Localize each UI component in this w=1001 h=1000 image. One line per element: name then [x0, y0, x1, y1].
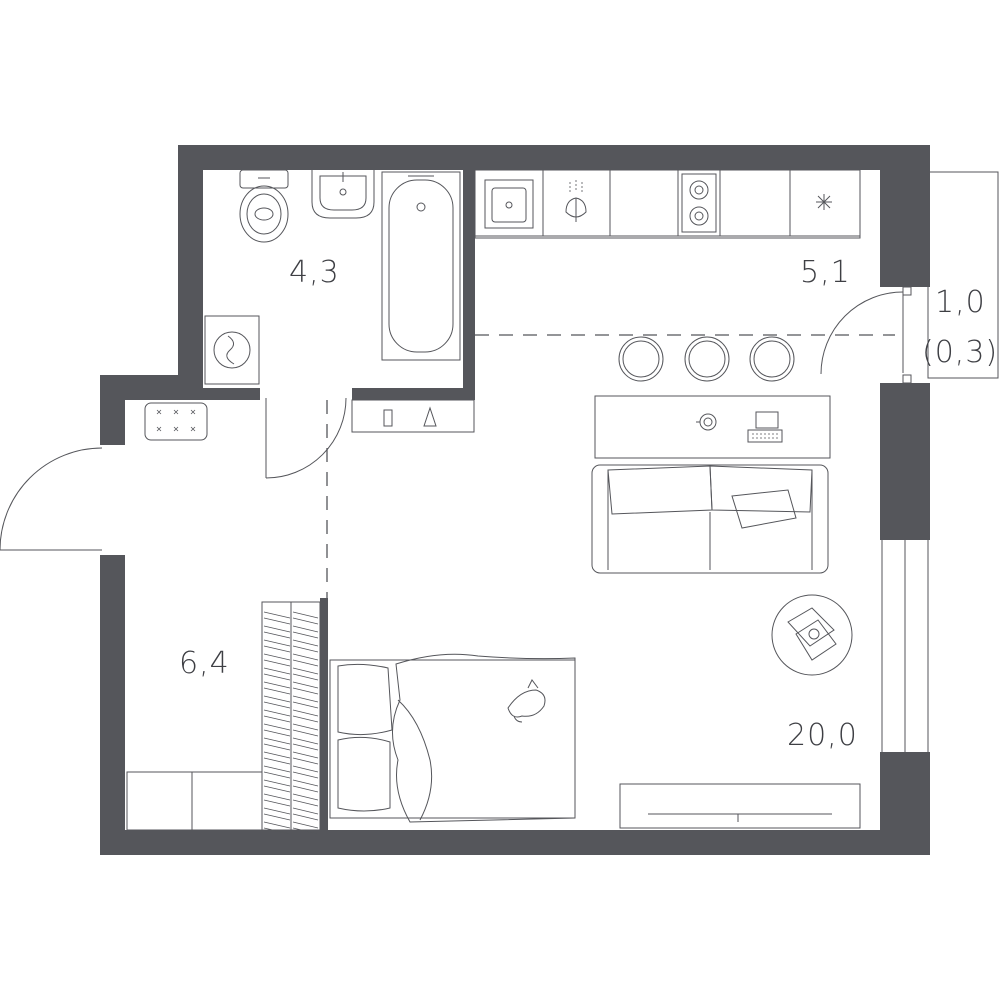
wardrobe-hatch-line: [292, 639, 319, 653]
cat-icon: [507, 679, 546, 723]
wardrobe-hatch-line: [292, 751, 319, 765]
hallway-cabinet: [126, 771, 263, 831]
balcony: [902, 171, 999, 384]
bar-table: [594, 395, 831, 459]
wardrobe-hatch-line: [292, 807, 319, 821]
wardrobe-hatch-line: [263, 807, 291, 821]
wardrobe-hatch-line: [292, 779, 319, 793]
wall-right-lower: [880, 752, 930, 855]
wardrobe-hatch-line: [292, 821, 319, 835]
sink-icon: [311, 170, 375, 219]
wardrobe-hatch-line: [263, 793, 291, 807]
wardrobe-hatch-line: [263, 751, 291, 765]
kitchen-sink-icon: [484, 179, 534, 229]
room-area-balcony-reduced: (0,3): [922, 335, 998, 370]
wardrobe-hatch-line: [263, 611, 291, 625]
wardrobe-hatch-line: [263, 765, 291, 779]
wall-right-middle: [880, 383, 930, 540]
entrance-door: [0, 447, 103, 551]
room-area-bathroom: 4,3: [289, 255, 340, 290]
toilet-icon: [239, 169, 289, 243]
wardrobe-hatch-line: [263, 681, 291, 695]
washing-machine-icon: [204, 315, 260, 385]
bathtub-icon: [381, 171, 461, 361]
wardrobe-hatch-line: [263, 667, 291, 681]
wall-bathroom-bottom-left: [203, 388, 260, 400]
laptop-icon: [747, 411, 783, 443]
balcony-door: [820, 291, 904, 375]
balcony-outline: [927, 171, 999, 379]
wall-left-lower: [100, 555, 125, 855]
room-area-hallway: 6,4: [179, 646, 230, 681]
wardrobe-hatch-line: [263, 723, 291, 737]
cooktop-icon: [681, 173, 717, 233]
wardrobe-hatch-line: [292, 611, 319, 625]
wall-bathroom-left: [178, 145, 203, 400]
wall-bathroom-right: [463, 170, 475, 400]
wardrobe-hatch-line: [263, 653, 291, 667]
wall-wardrobe-partition: [320, 598, 328, 830]
kitchen-counter: [474, 169, 861, 239]
wardrobe-hatch-line: [292, 709, 319, 723]
shelf-icon: [351, 399, 475, 433]
wardrobe-hatch-line: [292, 765, 319, 779]
wardrobe-hatch-line: [292, 793, 319, 807]
bed-icon: [329, 653, 576, 823]
wall-bathroom-bottom-right: [352, 388, 475, 400]
wardrobe-hatch-line: [292, 737, 319, 751]
wall-right-upper: [880, 145, 930, 287]
shoe-mat-icon: [144, 402, 208, 441]
cup-icon: [696, 413, 717, 431]
wardrobe-hatch-line: [263, 695, 291, 709]
wardrobe-hatch-line: [263, 821, 291, 835]
wardrobe: [261, 601, 321, 835]
wardrobe-hatch-line: [292, 681, 319, 695]
fridge-icon: [816, 194, 832, 210]
wardrobe-hatch-line: [263, 709, 291, 723]
bar-stool-icon: [749, 336, 795, 382]
room-area-balcony: 1,0: [935, 285, 986, 320]
wardrobe-hatch-line: [263, 639, 291, 653]
bar-stool-icon: [618, 336, 664, 382]
wardrobe-hatch-line: [292, 667, 319, 681]
bar-stool-icon: [684, 336, 730, 382]
wall-bottom: [100, 830, 930, 855]
wardrobe-hatch-line: [292, 723, 319, 737]
tv-stand-icon: [619, 783, 861, 829]
bathroom-door: [265, 397, 347, 479]
wardrobe-hatch-line: [263, 625, 291, 639]
wall-left-upper: [100, 375, 125, 445]
sofa-icon: [591, 464, 829, 574]
room-area-kitchen: 5,1: [800, 255, 851, 290]
wardrobe-hatch-line: [263, 779, 291, 793]
wardrobe-hatch-line: [292, 625, 319, 639]
walls: [100, 145, 930, 855]
wardrobe-hatch-line: [292, 695, 319, 709]
faucet-icon: [565, 180, 587, 222]
wall-top: [178, 145, 930, 170]
wardrobe-hatch-line: [292, 653, 319, 667]
room-area-living: 20,0: [787, 718, 858, 753]
coffee-table-icon: [771, 594, 853, 676]
window-right: [881, 540, 929, 752]
wardrobe-hatch-line: [263, 737, 291, 751]
